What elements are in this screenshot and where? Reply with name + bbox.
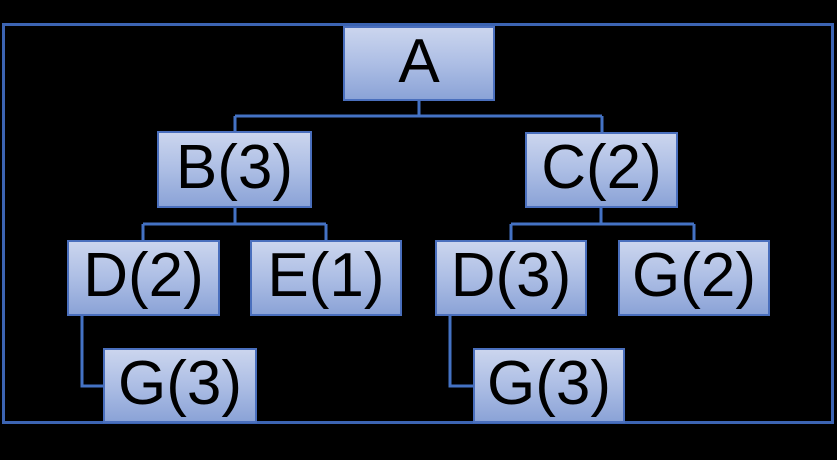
node-d2: D(2) (67, 240, 220, 316)
node-a: A (343, 26, 495, 101)
node-b3: B(3) (157, 131, 312, 208)
node-d3: D(3) (435, 240, 587, 316)
connector-d2-to-g3 (80, 316, 103, 388)
connector-c-to-d3-g2 (509, 208, 696, 240)
connector-d3-to-g3 (448, 316, 473, 388)
node-g2: G(2) (618, 240, 770, 316)
node-c2: C(2) (525, 132, 678, 208)
node-g3-right: G(3) (473, 348, 625, 423)
connector-a-to-b-c (233, 100, 604, 132)
connector-b-to-d2-e1 (141, 208, 328, 240)
diagram-border (2, 23, 834, 424)
node-e1: E(1) (250, 240, 402, 316)
node-g3-left: G(3) (103, 348, 257, 423)
